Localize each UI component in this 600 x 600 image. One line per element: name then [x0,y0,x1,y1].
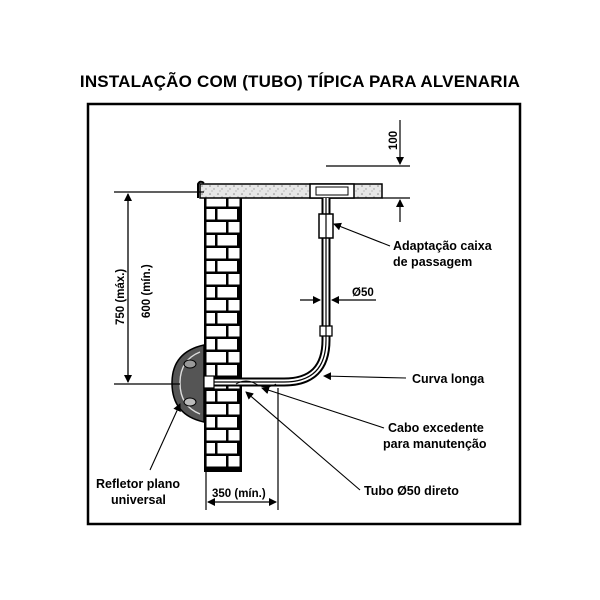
reflector-fixture [171,344,215,423]
brick [206,365,215,376]
brick [206,196,226,207]
brick [217,287,237,298]
brick [217,417,237,428]
brick [228,352,240,363]
brick [206,443,215,454]
callout-leaders [149,222,407,491]
brick [228,196,240,207]
brick [228,430,240,441]
brick [206,209,215,220]
brick-wall [204,192,242,472]
long-curve-label: Curva longa [412,372,485,386]
excess-cable-label-line1: Cabo excedente [388,421,484,435]
adapter-label-line2: de passagem [393,255,472,269]
diagram-frame [86,102,522,526]
brick [228,300,240,311]
brick [228,248,240,259]
brick [206,417,215,428]
brick [206,235,215,246]
brick [217,443,237,454]
brick [206,222,226,233]
brick [206,430,226,441]
brick [206,313,215,324]
top-dimension-label: 100 [388,131,400,150]
brick [228,274,240,285]
brick [228,456,240,467]
brick [217,365,237,376]
brick [217,261,237,272]
excess-cable-label-line2: para manutenção [383,437,487,451]
brick [228,326,240,337]
conduit-pipe [206,198,334,388]
brick [217,313,237,324]
min-distance-label: 350 (mín.) [212,488,266,500]
distance-dimension [205,388,279,510]
brick [217,235,237,246]
brick [206,404,226,415]
brick [228,222,240,233]
brick [206,391,215,402]
junction-box [309,183,355,199]
pipe-label: Tubo Ø50 direto [364,484,459,498]
brick [217,391,237,402]
brick [206,248,226,259]
reflector-label-line1: Refletor plano [96,477,180,491]
adapter-label-line1: Adaptação caixa [393,239,493,253]
brick [206,287,215,298]
diagram-title: INSTALAÇÃO COM (TUBO) TÍPICA PARA ALVENA… [79,72,521,91]
brick [206,274,226,285]
brick [206,352,226,363]
brick [217,339,237,350]
min-height-label: 600 (mín.) [141,264,153,318]
brick [206,261,215,272]
brick [206,326,226,337]
brick [206,456,226,467]
brick [206,300,226,311]
top-dimension [326,120,410,222]
brick [206,339,215,350]
diameter-label: Ø50 [352,287,374,299]
max-height-label: 750 (máx.) [115,269,127,325]
height-dimension [114,191,204,385]
reflector-label-line2: universal [111,493,166,507]
brick [228,404,240,415]
brick [217,209,237,220]
